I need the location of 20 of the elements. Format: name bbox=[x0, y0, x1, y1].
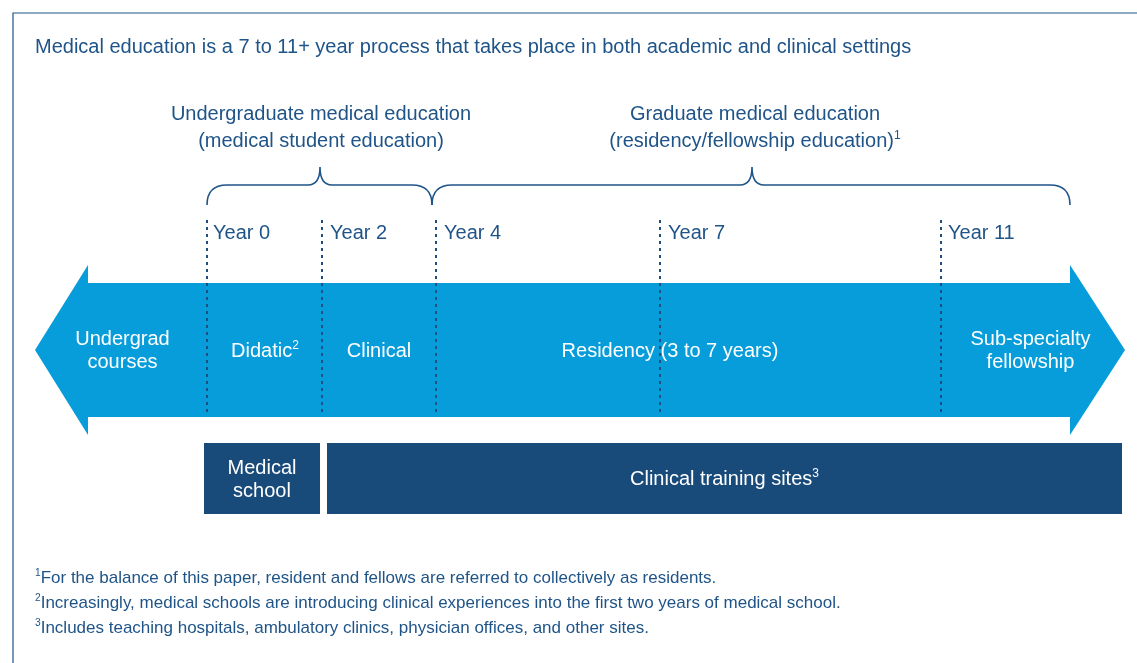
bar-label: Clinical training sites$^{3}$ bbox=[630, 467, 819, 490]
segment-label: Undergrad courses bbox=[74, 327, 171, 373]
footnote: $^{2}$Increasingly, medical schools are introducing clinical experiences into the first two years of medical school. bbox=[35, 591, 841, 614]
segment-label: Didatic$^{2}$ bbox=[231, 338, 299, 362]
year-label: Year 7 bbox=[668, 220, 726, 245]
institution-bar bbox=[204, 443, 320, 514]
heading: Undergraduate medical education (medical student education) bbox=[169, 101, 473, 153]
title: Medical education is a 7 to 11+ year process that takes place in both academic and clinical settings bbox=[35, 34, 912, 59]
segment-label: Residency (3 to 7 years) bbox=[561, 338, 779, 362]
segment-label: Sub-specialty fellowship bbox=[969, 327, 1092, 373]
segment-label: Clinical bbox=[346, 338, 412, 362]
year-label: Year 0 bbox=[213, 220, 271, 245]
year-label: Year 11 bbox=[948, 220, 1015, 245]
institution-bar bbox=[327, 443, 1122, 514]
heading: Graduate medical education (residency/fellowship education)$^{1}$ bbox=[608, 101, 902, 153]
footnote: $^{1}$For the balance of this paper, resident and fellows are referred to collectively as residents. bbox=[35, 566, 717, 589]
bar-label: Medical school bbox=[226, 455, 298, 502]
year-label: Year 4 bbox=[444, 220, 502, 245]
footnote: $^{3}$Includes teaching hospitals, ambulatory clinics, physician offices, and other sites. bbox=[35, 616, 649, 639]
year-label: Year 2 bbox=[330, 220, 388, 245]
